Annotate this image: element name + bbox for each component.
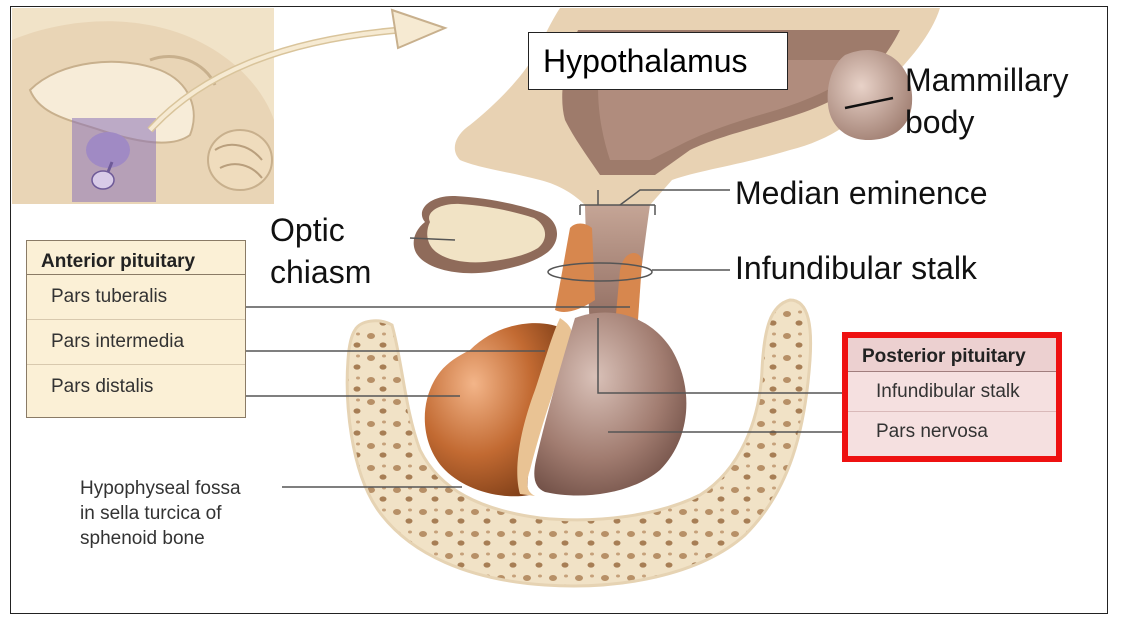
mammillary-body-label-line1: Mammillary (905, 62, 1069, 98)
diagram-frame (10, 6, 1108, 614)
anterior-pituitary-title: Anterior pituitary (27, 241, 245, 275)
infundibular-stalk-shape (555, 205, 650, 330)
optic-chiasm-label-line2: chiasm (270, 254, 372, 290)
anterior-lobe-shape (424, 318, 572, 497)
optic-chiasm-shape (413, 195, 558, 274)
pars-intermedia-label: Pars intermedia (27, 320, 245, 365)
mammillary-body-shape (827, 49, 913, 140)
posterior-pituitary-title: Posterior pituitary (848, 338, 1056, 372)
optic-chiasm-label-line1: Optic (270, 212, 345, 248)
hypophyseal-fossa-label-line3: sphenoid bone (80, 528, 205, 549)
pars-distalis-label: Pars distalis (51, 376, 154, 397)
median-eminence-label: Median eminence (735, 175, 988, 211)
sella-turcica-bone (345, 298, 813, 588)
mammillary-body-label-line2: body (905, 104, 975, 140)
posterior-pituitary-panel: Posterior pituitary Infundibular stalk P… (842, 332, 1062, 462)
posterior-lobe-shape (534, 312, 687, 496)
brain-inset (12, 8, 448, 204)
pars-tuberalis-label: Pars tuberalis (27, 275, 245, 320)
hypophyseal-fossa-label-line1: Hypophyseal fossa (80, 478, 241, 499)
hypophyseal-fossa-label-line2: in sella turcica of (80, 503, 222, 524)
posterior-infundibular-stalk-label: Infundibular stalk (848, 372, 1056, 412)
infundibular-stalk-label: Infundibular stalk (735, 250, 977, 286)
anterior-pituitary-panel: Anterior pituitary Pars tuberalis Pars i… (26, 240, 246, 418)
pars-nervosa-label: Pars nervosa (876, 421, 988, 442)
hypothalamus-label: Hypothalamus (528, 32, 788, 90)
